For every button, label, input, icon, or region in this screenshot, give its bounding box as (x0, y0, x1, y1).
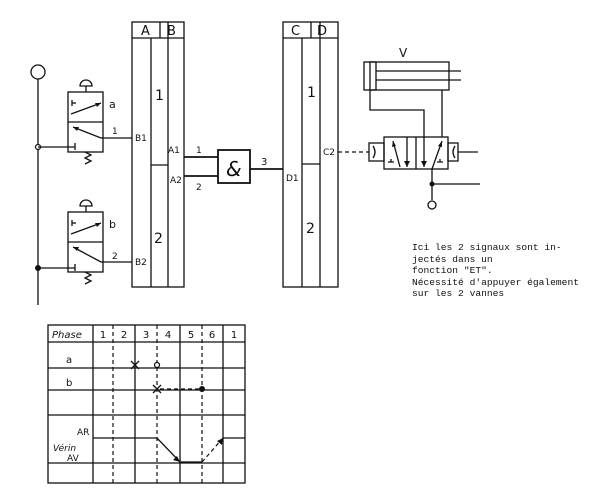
row-label-ar: AR (77, 428, 89, 438)
phase-number: 2 (121, 330, 127, 341)
cylinder-trace (93, 437, 245, 463)
cylinder-label: V (399, 46, 408, 60)
valve-b-label: b (109, 218, 116, 231)
signal-b-trace (152, 384, 205, 394)
and-input-2-label: 2 (196, 183, 202, 193)
port-a1: A1 (168, 146, 180, 156)
port-a2: A2 (170, 176, 182, 186)
column-b-header: B (167, 24, 176, 39)
memory-column-ab (131, 21, 185, 288)
phase-number: 5 (188, 330, 194, 341)
phase-numbers: 1 2 3 4 5 6 1 (100, 330, 237, 341)
phase-header: Phase (52, 330, 82, 341)
column-c-header: C (291, 24, 300, 39)
valve-a (67, 79, 132, 165)
valve-a-label: a (109, 98, 116, 111)
row-label-b: b (66, 378, 72, 389)
valve-b (67, 199, 132, 285)
column-a-header: A (141, 24, 150, 39)
and-gate (184, 149, 283, 184)
and-input-1-label: 1 (196, 146, 202, 156)
ab-step-2: 2 (154, 231, 163, 247)
row-label-verin: Vérin (53, 443, 76, 454)
and-output-label: 3 (261, 157, 267, 168)
valve-b-port-label: 2 (112, 252, 118, 262)
column-d-header: D (317, 24, 327, 39)
valve-a-port-label: 1 (112, 127, 118, 137)
directional-valve (338, 136, 480, 210)
row-label-av: AV (67, 454, 80, 464)
supply-line (30, 64, 75, 305)
port-b1: B1 (135, 134, 147, 144)
port-d1: D1 (286, 174, 299, 184)
cd-step-2: 2 (306, 221, 315, 237)
phase-table (47, 324, 246, 484)
row-label-a: a (66, 355, 72, 366)
cd-step-1: 1 (307, 85, 316, 101)
phase-number: 1 (100, 330, 106, 341)
signal-a-trace (130, 360, 161, 370)
ab-step-1: 1 (155, 88, 164, 104)
phase-number: 4 (165, 330, 171, 341)
memory-column-cd (282, 21, 339, 288)
cylinder-v (363, 61, 461, 137)
and-symbol: & (226, 157, 242, 181)
phase-number: 1 (231, 330, 237, 341)
explanation-note: Ici les 2 signaux sont in- jectés dans u… (412, 242, 579, 300)
phase-number: 6 (209, 330, 215, 341)
port-c2: C2 (323, 148, 335, 158)
port-b2: B2 (135, 258, 147, 268)
phase-number: 3 (143, 330, 149, 341)
